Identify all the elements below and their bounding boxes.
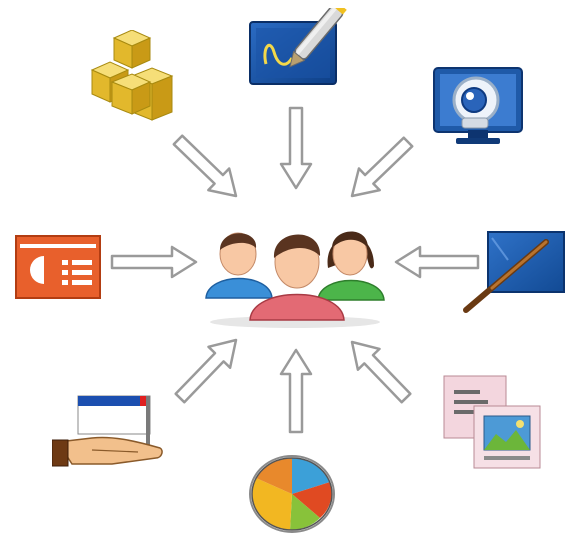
pie-chart-icon (246, 448, 338, 534)
arrow-from-top (279, 106, 313, 190)
arrow-from-bottom (279, 348, 313, 434)
arrow-from-left (110, 245, 198, 279)
webcam-icon (432, 66, 524, 148)
arrow-from-right (394, 245, 480, 279)
hand-flag-icon (52, 392, 168, 476)
arrow-from-top-right (350, 136, 414, 198)
drawing-tablet-icon (248, 8, 358, 88)
users-group-icon (200, 210, 390, 330)
cubes-icon (88, 30, 180, 125)
whiteboard-pointer-icon (462, 230, 566, 316)
arrow-from-bottom-left (174, 338, 238, 404)
presentation-slide-icon (14, 234, 102, 302)
arrow-from-top-left (172, 134, 238, 198)
arrow-from-bottom-right (350, 340, 412, 404)
image-documents-icon (440, 372, 546, 472)
